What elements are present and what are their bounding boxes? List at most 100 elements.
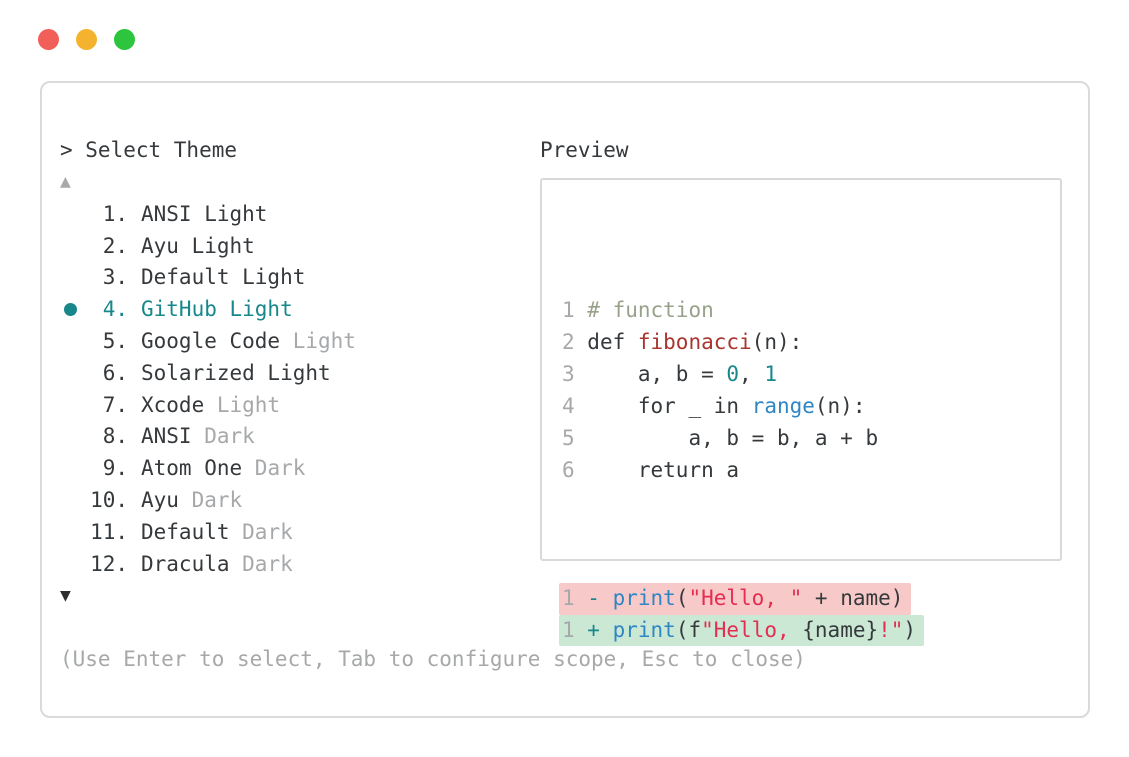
code-token-number: 1 bbox=[764, 362, 777, 386]
code-token-comment: # function bbox=[587, 298, 714, 322]
theme-name: GitHub Light bbox=[141, 297, 293, 322]
theme-item-dracula-dark[interactable]: 12. Dracula Dark bbox=[60, 548, 356, 580]
code-token-blue: range bbox=[751, 394, 815, 418]
zoom-button[interactable] bbox=[114, 29, 135, 50]
theme-item-ayu-dark[interactable]: 10. Ayu Dark bbox=[60, 484, 356, 516]
code-token-fg: (n): bbox=[751, 330, 803, 354]
code-token-fg: , bbox=[739, 362, 765, 386]
theme-name: ANSI Dark bbox=[141, 424, 255, 449]
diff-line: 1 - print("Hello, " + name) bbox=[559, 582, 924, 615]
code-line: 3 a, b = 0, 1 bbox=[562, 358, 924, 390]
theme-list: 1. ANSI Light 2. Ayu Light 3. Default Light 4.… bbox=[60, 198, 356, 580]
code-token-fg: return a bbox=[587, 458, 740, 482]
theme-name-suffix: Dark bbox=[178, 488, 243, 513]
theme-name: ANSI Light bbox=[141, 201, 268, 226]
close-button[interactable] bbox=[38, 29, 59, 50]
code-line: 2 def fibonacci(n): bbox=[562, 326, 924, 358]
theme-item-ansi-dark[interactable]: 8. ANSI Dark bbox=[60, 421, 356, 453]
code-token-fg: a, b = bbox=[587, 362, 727, 386]
theme-number: 10. bbox=[90, 488, 128, 513]
code-token-fg: ( bbox=[675, 586, 689, 610]
theme-item-default-light[interactable]: 3. Default Light bbox=[60, 262, 356, 294]
line-number: 6 bbox=[562, 458, 588, 482]
theme-name-suffix: Dark bbox=[191, 424, 255, 449]
theme-name: Ayu Dark bbox=[141, 488, 243, 513]
theme-number: 11. bbox=[90, 519, 128, 544]
keyboard-hint: (Use Enter to select, Tab to configure s… bbox=[60, 647, 806, 671]
code-token-fg: def bbox=[587, 330, 638, 354]
theme-number: 6. bbox=[102, 360, 128, 385]
line-number: 1 bbox=[562, 298, 588, 322]
theme-name: Xcode Light bbox=[141, 392, 281, 417]
theme-item-atom-one-dark[interactable]: 9. Atom One Dark bbox=[60, 452, 356, 484]
window-controls bbox=[38, 29, 135, 50]
code-token-fg: (n): bbox=[814, 394, 866, 418]
theme-item-xcode-light[interactable]: 7. Xcode Light bbox=[60, 389, 356, 421]
preview-heading: Preview bbox=[540, 138, 629, 162]
theme-name: Solarized Light bbox=[141, 360, 331, 385]
code-token-fg: ) bbox=[903, 617, 917, 642]
theme-number: 4. bbox=[102, 297, 128, 322]
code-token-fg: for _ in bbox=[587, 394, 752, 418]
code-token-fg: {name} bbox=[802, 617, 879, 642]
code-line: 5 a, b = b, a + b bbox=[562, 422, 924, 454]
code-token-fg: + name) bbox=[802, 586, 904, 610]
scroll-up-indicator[interactable]: ▲ bbox=[60, 171, 71, 192]
theme-name: Default Dark bbox=[141, 519, 293, 544]
theme-item-ansi-light[interactable]: 1. ANSI Light bbox=[60, 198, 356, 230]
diff-row-added: 1 + print(f"Hello, {name}!") bbox=[559, 614, 925, 646]
theme-name-suffix: Light bbox=[280, 329, 356, 354]
theme-item-google-code-light[interactable]: 5. Google Code Light bbox=[60, 325, 356, 357]
diff-sign: - bbox=[587, 586, 613, 610]
code-token-func: fibonacci bbox=[637, 330, 752, 354]
theme-item-ayu-light[interactable]: 2. Ayu Light bbox=[60, 230, 356, 262]
theme-name: Google Code Light bbox=[141, 329, 356, 354]
theme-number: 3. bbox=[102, 265, 128, 290]
code-token-blue: print bbox=[612, 586, 676, 610]
line-number: 5 bbox=[562, 426, 588, 450]
line-number: 1 bbox=[562, 586, 588, 610]
theme-name: Default Light bbox=[141, 265, 306, 290]
diff-line: 1 + print(f"Hello, {name}!") bbox=[559, 614, 925, 646]
code-token-fg: a, b = b, a + b bbox=[587, 426, 879, 450]
diff-sign: + bbox=[587, 617, 613, 642]
theme-name: Dracula Dark bbox=[141, 551, 293, 576]
theme-item-solarized-light[interactable]: 6. Solarized Light bbox=[60, 357, 356, 389]
selected-bullet-icon bbox=[64, 302, 77, 316]
theme-name: Atom One Dark bbox=[141, 456, 306, 481]
code-token-number: 0 bbox=[726, 362, 740, 386]
code-token-string: !" bbox=[878, 617, 904, 642]
code-line: 6 return a bbox=[562, 454, 924, 486]
page-title: > Select Theme bbox=[60, 138, 238, 162]
scroll-down-indicator[interactable]: ▼ bbox=[60, 585, 71, 606]
theme-name-suffix: Dark bbox=[229, 519, 293, 544]
theme-number: 1. bbox=[102, 201, 128, 226]
code-token-string: "Hello, bbox=[701, 617, 803, 642]
line-number: 1 bbox=[562, 617, 588, 642]
theme-item-default-dark[interactable]: 11. Default Dark bbox=[60, 516, 356, 548]
selected-marker bbox=[60, 302, 89, 316]
theme-number: 12. bbox=[90, 551, 128, 576]
theme-name-suffix: Light bbox=[204, 392, 281, 417]
theme-name-suffix: Dark bbox=[242, 456, 306, 481]
theme-name: Ayu Light bbox=[141, 233, 255, 258]
theme-number: 7. bbox=[102, 392, 128, 417]
code-line: 4 for _ in range(n): bbox=[562, 390, 924, 422]
code-token-blue: print bbox=[612, 617, 676, 642]
code-line: 1 # function bbox=[562, 294, 924, 326]
theme-name-suffix: Dark bbox=[229, 551, 293, 576]
diff-row-removed: 1 - print("Hello, " + name) bbox=[559, 583, 912, 615]
theme-item-github-light[interactable]: 4. GitHub Light bbox=[60, 293, 356, 325]
theme-number: 8. bbox=[102, 424, 128, 449]
theme-number: 9. bbox=[102, 456, 128, 481]
theme-number: 5. bbox=[102, 329, 128, 354]
code-token-fg: (f bbox=[675, 617, 702, 642]
minimize-button[interactable] bbox=[76, 29, 97, 50]
line-number: 4 bbox=[562, 394, 588, 418]
theme-number: 2. bbox=[102, 233, 128, 258]
line-number: 3 bbox=[562, 362, 588, 386]
theme-picker-window: > Select Theme ▲ 1. ANSI Light 2. Ayu Light… bbox=[40, 81, 1090, 718]
diff-lines: 1 - print("Hello, " + name)1 + print(f"H… bbox=[559, 582, 925, 646]
